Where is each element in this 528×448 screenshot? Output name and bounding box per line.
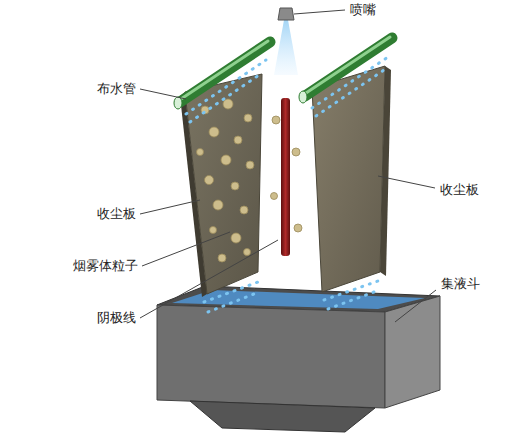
pipe-highlight: [306, 37, 390, 93]
leader-line: [378, 176, 435, 188]
nozzle-spray: [274, 20, 298, 75]
particle: [234, 136, 242, 144]
part-label: 布水管: [96, 81, 137, 97]
cathode-wire: [281, 98, 290, 256]
hopper-front-face: [157, 305, 385, 408]
part-label: 收尘板: [439, 182, 480, 198]
water-drops: [186, 57, 388, 312]
particle: [231, 182, 239, 190]
hopper-side-face: [385, 296, 440, 408]
particle: [272, 116, 280, 124]
particle: [223, 99, 233, 109]
part-label: 收尘板: [96, 206, 137, 222]
drops: [190, 73, 262, 122]
part-label: 喷嘴: [349, 2, 377, 18]
particle: [292, 148, 300, 156]
drops: [316, 70, 384, 116]
nozzle: [278, 8, 294, 20]
leader-line: [395, 290, 436, 322]
particle: [210, 227, 217, 234]
drops: [208, 294, 254, 312]
particle: [205, 176, 214, 185]
leader-lines: [140, 10, 436, 322]
drops: [328, 292, 374, 309]
particle: [197, 149, 204, 156]
drops: [186, 60, 266, 114]
particle: [244, 114, 252, 122]
collecting-plate: [185, 74, 262, 294]
water-pipe: [180, 42, 270, 102]
particle: [218, 254, 226, 262]
part-label: 集液斗: [440, 276, 481, 292]
drops: [204, 282, 258, 302]
leader-line: [140, 240, 278, 318]
pipe-end: [299, 91, 307, 103]
pipe-highlight: [181, 41, 268, 99]
drops: [312, 57, 388, 108]
particle: [294, 224, 302, 232]
pipe-end: [174, 97, 182, 109]
particle: [244, 249, 251, 256]
particle: [271, 193, 278, 200]
particle: [246, 161, 254, 169]
leader-line: [142, 232, 230, 266]
water-pipe: [305, 38, 392, 96]
hopper-outlet: [190, 401, 375, 432]
drops: [324, 281, 378, 300]
leader-line: [140, 89, 186, 99]
particle: [213, 200, 223, 210]
part-label: 阴极线: [96, 310, 137, 326]
particle: [240, 206, 248, 214]
collecting-plate: [312, 66, 385, 292]
particle: [231, 233, 241, 243]
particle: [209, 127, 219, 137]
leader-line: [140, 200, 200, 214]
part-label: 烟雾体粒子: [72, 258, 139, 274]
particle: [221, 155, 231, 165]
leader-line: [294, 10, 345, 14]
